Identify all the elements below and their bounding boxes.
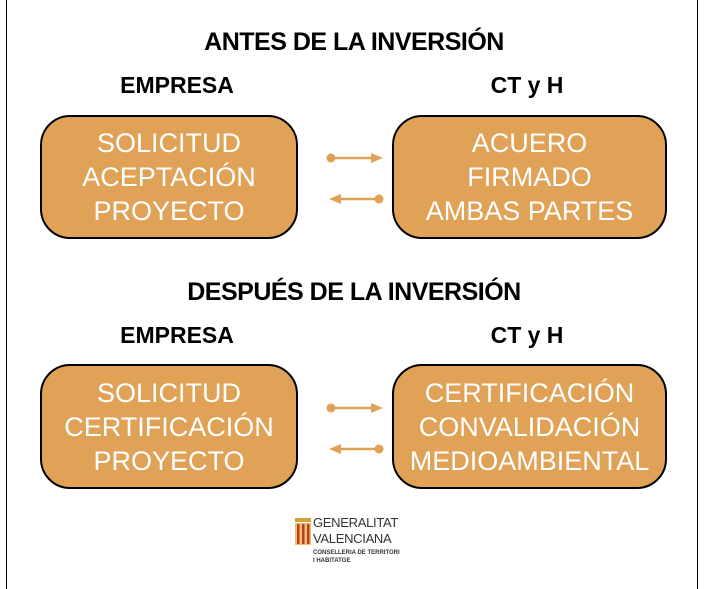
page-frame <box>6 0 698 589</box>
box-line: PROYECTO <box>93 196 245 226</box>
section1-left-box: SOLICITUD ACEPTACIÓN PROYECTO <box>40 115 298 239</box>
logo-line3: CONSELLERIA DE TERRITORI <box>313 550 400 556</box>
box-line: AMBAS PARTES <box>425 196 634 226</box>
box-line: CERTIFICACIÓN <box>424 377 635 408</box>
section1-title: ANTES DE LA INVERSIÓN <box>204 28 504 56</box>
generalitat-logo: GENERALITAT VALENCIANA CONSELLERIA DE TE… <box>293 512 423 572</box>
section1-left-label: EMPRESA <box>120 72 234 98</box>
left-arrow-icon <box>329 194 384 204</box>
right-arrow-icon <box>326 153 383 163</box>
box-line: PROYECTO <box>93 445 245 476</box>
section1-right-box: ACUERO FIRMADO AMBAS PARTES <box>392 115 667 239</box>
section2-left-box: SOLICITUD CERTIFICACIÓN PROYECTO <box>40 364 298 489</box>
box-line: MEDIOAMBIENTAL <box>409 445 650 476</box>
section2-right-box: CERTIFICACIÓN CONVALIDACIÓN MEDIOAMBIENT… <box>392 364 667 489</box>
box-line: ACUERO <box>471 128 588 158</box>
section2-right-label: CT y H <box>490 322 564 348</box>
section1-right-label: CT y H <box>490 72 564 98</box>
left-arrow-icon <box>329 444 384 454</box>
logo-line1: GENERALITAT <box>313 515 399 530</box>
box-line: ACEPTACIÓN <box>82 162 256 192</box>
box-line: SOLICITUD <box>96 377 242 408</box>
logo-line2: VALENCIANA <box>313 531 392 546</box>
coat-of-arms-icon <box>295 518 311 545</box>
right-arrow-icon <box>326 403 383 413</box>
box-line: CONVALIDACIÓN <box>418 411 641 442</box>
section2-title: DESPUÉS DE LA INVERSIÓN <box>187 278 521 306</box>
box-line: SOLICITUD <box>96 128 242 158</box>
logo-line4: I HABITATGE <box>313 558 351 564</box>
section2-left-label: EMPRESA <box>120 322 234 348</box>
box-line: CERTIFICACIÓN <box>64 411 274 442</box>
box-line: FIRMADO <box>467 162 592 192</box>
